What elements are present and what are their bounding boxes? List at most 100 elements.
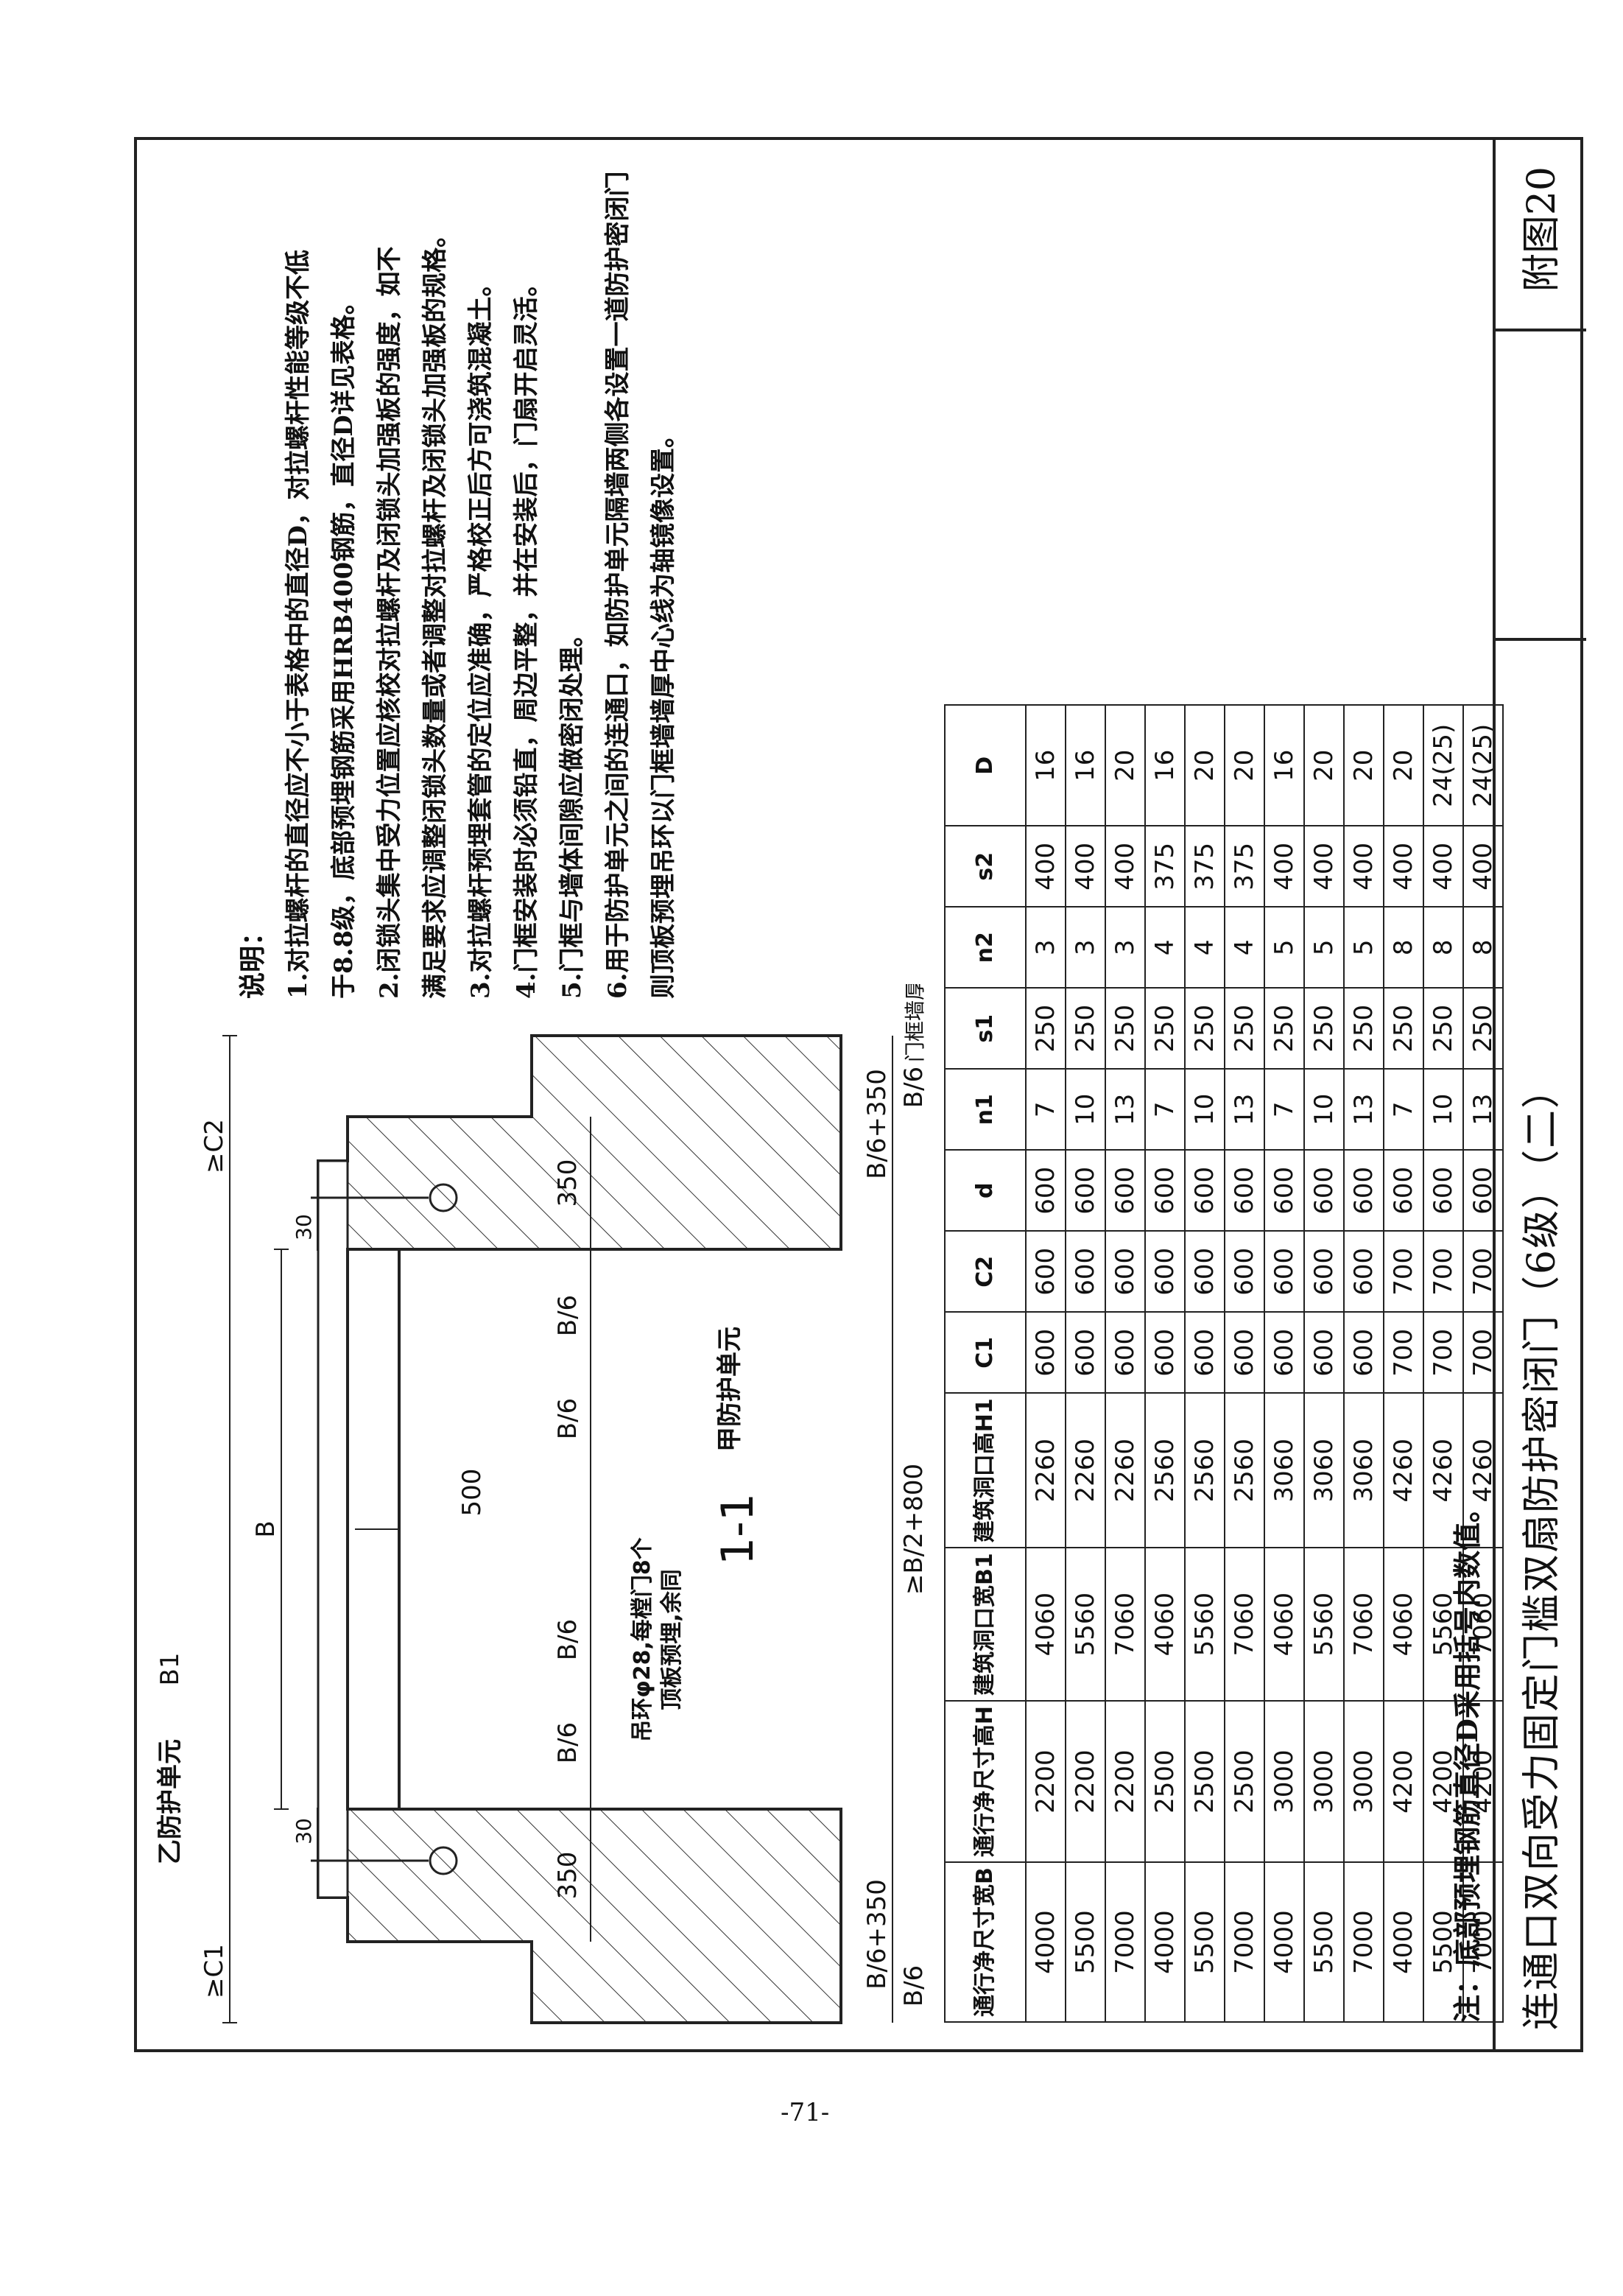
label-b6-6: B/6 bbox=[899, 1067, 929, 1108]
table-cell: 400 bbox=[1344, 826, 1384, 907]
notes-block: 说明： 1.对拉螺杆的直径应不小于表格中的直径D，对拉螺杆性能等级不低 于8.8… bbox=[230, 152, 686, 1000]
title-main: 连通口双向受力固定门槛双扇防护密闭门（6级）（二） bbox=[1520, 1068, 1564, 2030]
table-cell: 600 bbox=[1145, 1231, 1185, 1313]
table-cell: 10 bbox=[1304, 1069, 1344, 1151]
table-cell: 2260 bbox=[1066, 1393, 1105, 1548]
note-line: 则顶板预埋吊环以门框墙墙厚中心线为轴镜像设置。 bbox=[649, 423, 678, 999]
col-header: s1 bbox=[945, 988, 1026, 1070]
table-cell: 400 bbox=[1264, 826, 1304, 907]
label-30a: 30 bbox=[292, 1818, 316, 1844]
table-cell: 4000 bbox=[1264, 1862, 1304, 2022]
drawing-frame bbox=[134, 137, 1583, 2052]
table-cell: 250 bbox=[1105, 988, 1145, 1070]
label-b6-4: B/6 bbox=[553, 1295, 582, 1336]
section-drawing: 乙防护单元 B1 ≥C1 ≥C2 B 30 30 350 350 B/6 B/6… bbox=[155, 984, 929, 2024]
table-cell: 4060 bbox=[1384, 1548, 1423, 1702]
table-cell: 20 bbox=[1185, 705, 1225, 826]
label-b6-5: B/6 bbox=[899, 1965, 929, 2007]
label-b6-350b: B/6+350 bbox=[862, 1069, 892, 1179]
note-line: 6.用于防护单元之间的连通口，如防护单元隔墙两侧各设置一道防护密闭门 bbox=[603, 171, 633, 1000]
table-cell: 600 bbox=[1264, 1312, 1304, 1394]
table-cell: 250 bbox=[1384, 988, 1423, 1070]
table-cell: 250 bbox=[1344, 988, 1384, 1070]
table-cell: 250 bbox=[1145, 988, 1185, 1070]
table-cell: 3 bbox=[1026, 907, 1066, 989]
label-b1: B1 bbox=[155, 1653, 185, 1686]
table-cell: 600 bbox=[1264, 1150, 1304, 1232]
label-b2-800: ≥B/2+800 bbox=[899, 1464, 929, 1595]
table-cell: 5560 bbox=[1304, 1548, 1344, 1702]
label-350b: 350 bbox=[553, 1159, 582, 1207]
label-b6-1: B/6 bbox=[553, 1722, 582, 1763]
table-cell: 400 bbox=[1423, 826, 1463, 907]
table-cell: 375 bbox=[1225, 826, 1264, 907]
table-cell: 7000 bbox=[1105, 1862, 1145, 2022]
table-cell: 2560 bbox=[1225, 1393, 1264, 1548]
table-cell: 4000 bbox=[1026, 1862, 1066, 2022]
label-c2: ≥C2 bbox=[200, 1119, 229, 1173]
table-cell: 10 bbox=[1066, 1069, 1105, 1151]
table-cell: 16 bbox=[1145, 705, 1185, 826]
table-cell: 13 bbox=[1344, 1069, 1384, 1151]
table-cell: 4060 bbox=[1264, 1548, 1304, 1702]
table-cell: 4000 bbox=[1384, 1862, 1423, 2022]
label-350a: 350 bbox=[553, 1852, 582, 1900]
table-cell: 5 bbox=[1344, 907, 1384, 989]
table-cell: 10 bbox=[1185, 1069, 1225, 1151]
col-header: C2 bbox=[945, 1231, 1026, 1313]
table-cell: 600 bbox=[1105, 1312, 1145, 1394]
table-cell: 600 bbox=[1066, 1312, 1105, 1394]
table-cell: 4 bbox=[1185, 907, 1225, 989]
table-cell: 2560 bbox=[1185, 1393, 1225, 1548]
table-cell: 2200 bbox=[1105, 1701, 1145, 1863]
table-cell: 600 bbox=[1225, 1150, 1264, 1232]
title-divider bbox=[1496, 329, 1586, 331]
notes-heading: 说明： bbox=[237, 919, 268, 999]
table-cell: 250 bbox=[1026, 988, 1066, 1070]
table-cell: 250 bbox=[1066, 988, 1105, 1070]
table-cell: 7 bbox=[1264, 1069, 1304, 1151]
table-cell: 7000 bbox=[1344, 1862, 1384, 2022]
table-cell: 2560 bbox=[1145, 1393, 1185, 1548]
label-b6-3: B/6 bbox=[553, 1398, 582, 1439]
table-cell: 2260 bbox=[1105, 1393, 1145, 1548]
table-cell: 7060 bbox=[1344, 1548, 1384, 1702]
table-cell: 400 bbox=[1066, 826, 1105, 907]
label-c1: ≥C1 bbox=[200, 1944, 229, 1998]
table-cell: 7060 bbox=[1105, 1548, 1145, 1702]
table-cell: 600 bbox=[1066, 1150, 1105, 1232]
label-unit-right: 甲防护单元 bbox=[715, 1327, 744, 1452]
table-cell: 4200 bbox=[1384, 1701, 1423, 1863]
label-b6-2: B/6 bbox=[553, 1619, 582, 1660]
label-wall-note: 门框墙厚 bbox=[903, 984, 927, 1062]
table-cell: 4 bbox=[1225, 907, 1264, 989]
label-hook-note2: 顶板预埋,余同 bbox=[659, 1569, 685, 1710]
table-cell: 600 bbox=[1225, 1312, 1264, 1394]
table-cell: 600 bbox=[1264, 1231, 1304, 1313]
table-cell: 5 bbox=[1264, 907, 1304, 989]
table-cell: 3000 bbox=[1344, 1701, 1384, 1863]
table-cell: 2500 bbox=[1225, 1701, 1264, 1863]
table-cell: 4060 bbox=[1026, 1548, 1066, 1702]
door-frame-top bbox=[317, 1159, 349, 1899]
col-header: n2 bbox=[945, 907, 1026, 989]
table-cell: 3060 bbox=[1264, 1393, 1304, 1548]
note-line: 2.闭锁头集中受力位置应核校对拉螺杆及闭锁头加强板的强度，如不 bbox=[375, 246, 404, 1000]
table-note: 注：底部预埋钢筋直径D采用括号内数值。 bbox=[1451, 1495, 1484, 2023]
rotated-sheet: 乙防护单元 B1 ≥C1 ≥C2 B 30 30 350 350 B/6 B/6… bbox=[134, 137, 1586, 2052]
note-line: 3.对拉螺杆预埋套管的定位应准确，严格校正后方可浇筑混凝土。 bbox=[466, 271, 496, 1000]
table-cell: 700 bbox=[1423, 1231, 1463, 1313]
col-header: 通行净尺寸宽B bbox=[945, 1862, 1026, 2022]
table-cell: 4000 bbox=[1145, 1862, 1185, 2022]
table-cell: 600 bbox=[1185, 1312, 1225, 1394]
table-cell: 16 bbox=[1026, 705, 1066, 826]
table-cell: 7 bbox=[1145, 1069, 1185, 1151]
note-line: 4.门框安装时必须铅直，周边平整，并在安装后，门扇开启灵活。 bbox=[512, 271, 541, 1000]
table-cell: 3 bbox=[1105, 907, 1145, 989]
table-cell: 250 bbox=[1264, 988, 1304, 1070]
